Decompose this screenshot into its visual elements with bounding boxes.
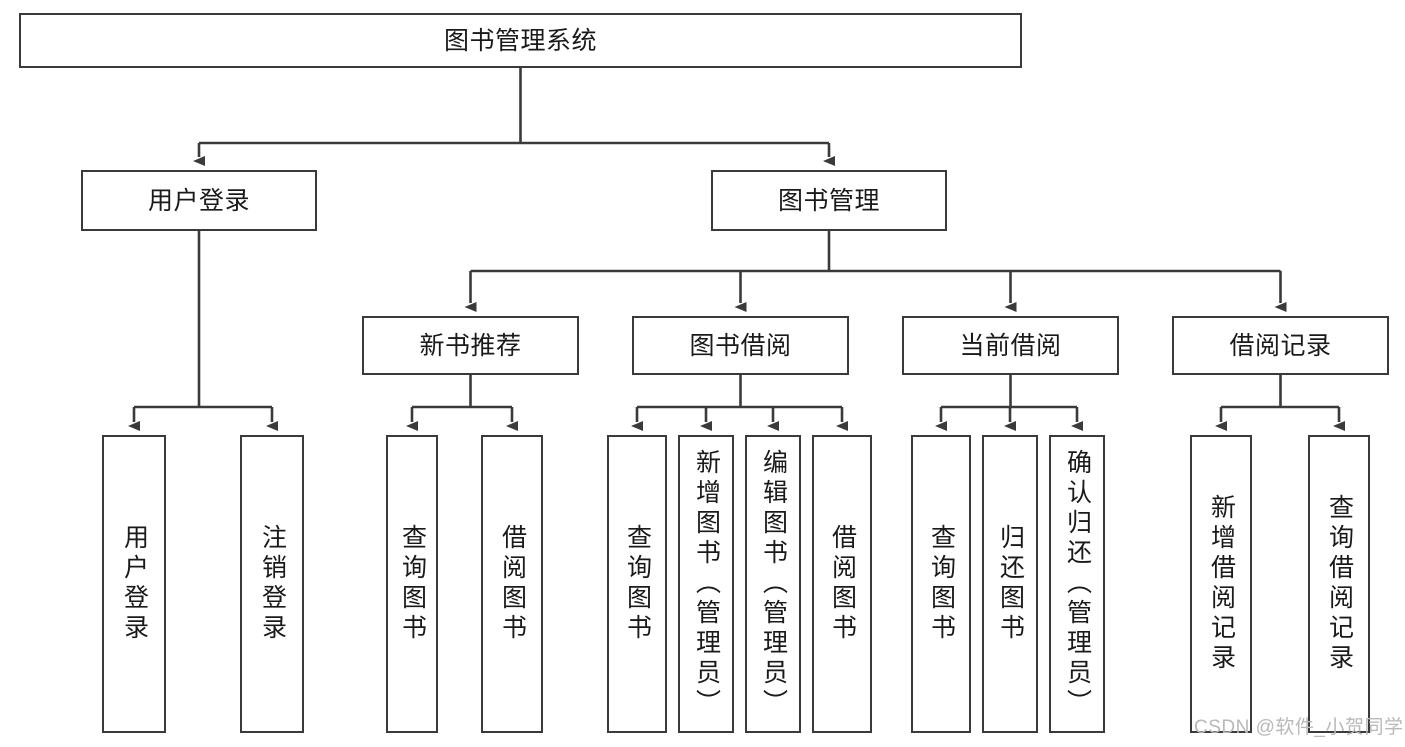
node-label: 图书管理 bbox=[777, 186, 880, 215]
node-label: 图书借阅 bbox=[689, 331, 792, 360]
node-label: 借阅图书 bbox=[498, 524, 527, 644]
node-label: 新书推荐 bbox=[419, 331, 522, 360]
node-label: 用户登录 bbox=[147, 186, 250, 215]
node-label: 确认归还（管理员） bbox=[1063, 449, 1092, 719]
node-leaf-rec-query[interactable]: 查询图书 bbox=[386, 435, 438, 733]
node-label: 借阅记录 bbox=[1229, 331, 1332, 360]
node-label: 查询借阅记录 bbox=[1325, 494, 1354, 674]
node-label: 新增借阅记录 bbox=[1207, 494, 1236, 674]
node-leaf-borrow-lend[interactable]: 借阅图书 bbox=[812, 435, 872, 733]
node-leaf-cur-confirm[interactable]: 确认归还（管理员） bbox=[1049, 435, 1105, 733]
node-label: 用户登录 bbox=[120, 524, 149, 644]
node-label: 注销登录 bbox=[258, 524, 287, 644]
node-leaf-cur-query[interactable]: 查询图书 bbox=[911, 435, 971, 733]
node-user-login[interactable]: 用户登录 bbox=[81, 170, 317, 231]
node-label: 查询图书 bbox=[927, 524, 956, 644]
node-book-borrow[interactable]: 图书借阅 bbox=[632, 316, 849, 375]
node-current-borrow[interactable]: 当前借阅 bbox=[902, 316, 1119, 375]
node-leaf-rec-add[interactable]: 新增借阅记录 bbox=[1190, 435, 1252, 733]
node-label: 归还图书 bbox=[996, 524, 1025, 644]
node-label: 图书管理系统 bbox=[443, 26, 597, 55]
node-label: 查询图书 bbox=[623, 524, 652, 644]
node-label: 借阅图书 bbox=[828, 524, 857, 644]
csdn-watermark: CSDN @软件_小贺同学 bbox=[1194, 717, 1404, 738]
node-label: 查询图书 bbox=[398, 524, 427, 644]
node-book-mgmt[interactable]: 图书管理 bbox=[711, 170, 947, 231]
node-label: 新增图书（管理员） bbox=[692, 449, 721, 719]
node-leaf-borrow-add[interactable]: 新增图书（管理员） bbox=[678, 435, 734, 733]
node-root[interactable]: 图书管理系统 bbox=[19, 13, 1022, 68]
node-leaf-rec-query-record[interactable]: 查询借阅记录 bbox=[1308, 435, 1370, 733]
node-leaf-user-login[interactable]: 用户登录 bbox=[102, 435, 166, 733]
node-leaf-rec-borrow[interactable]: 借阅图书 bbox=[481, 435, 543, 733]
node-label: 当前借阅 bbox=[959, 331, 1062, 360]
node-new-book-rec[interactable]: 新书推荐 bbox=[362, 316, 579, 375]
node-label: 编辑图书（管理员） bbox=[759, 449, 788, 719]
node-leaf-borrow-edit[interactable]: 编辑图书（管理员） bbox=[745, 435, 801, 733]
node-borrow-record[interactable]: 借阅记录 bbox=[1172, 316, 1389, 375]
node-leaf-cur-return[interactable]: 归还图书 bbox=[982, 435, 1038, 733]
node-leaf-borrow-query[interactable]: 查询图书 bbox=[607, 435, 667, 733]
node-leaf-logout[interactable]: 注销登录 bbox=[240, 435, 304, 733]
